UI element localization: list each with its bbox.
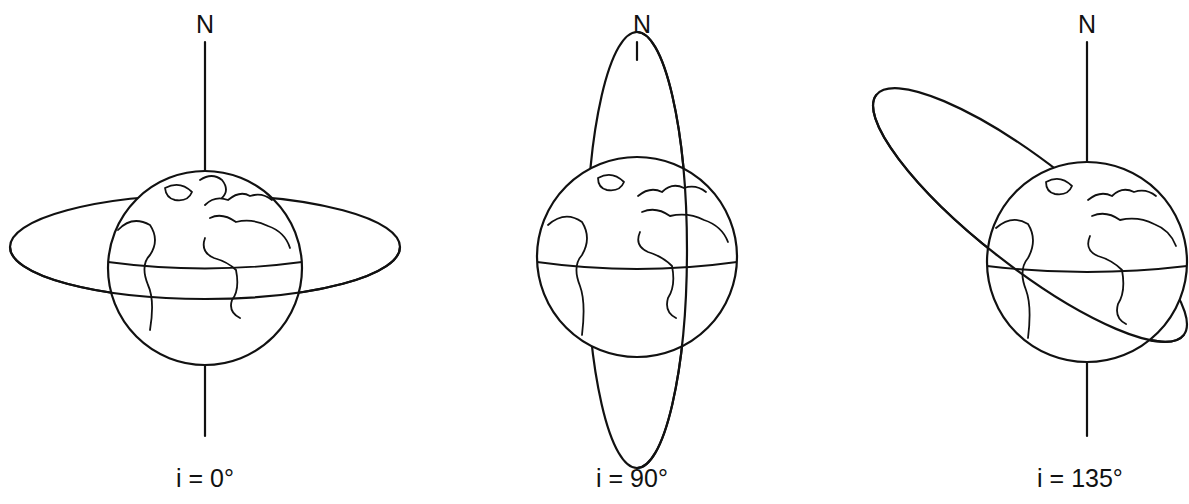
- north-label: N: [633, 12, 651, 37]
- globe-retrograde-orbit: [844, 42, 1189, 436]
- globe-equatorial-orbit: [10, 42, 400, 436]
- north-label: N: [1078, 12, 1096, 37]
- inclination-label: i = 90°: [596, 466, 668, 491]
- north-label: N: [196, 12, 214, 37]
- globe-polar-orbit: [537, 32, 737, 468]
- inclination-label: i = 135°: [1037, 466, 1123, 491]
- inclination-label: i = 0°: [176, 466, 234, 491]
